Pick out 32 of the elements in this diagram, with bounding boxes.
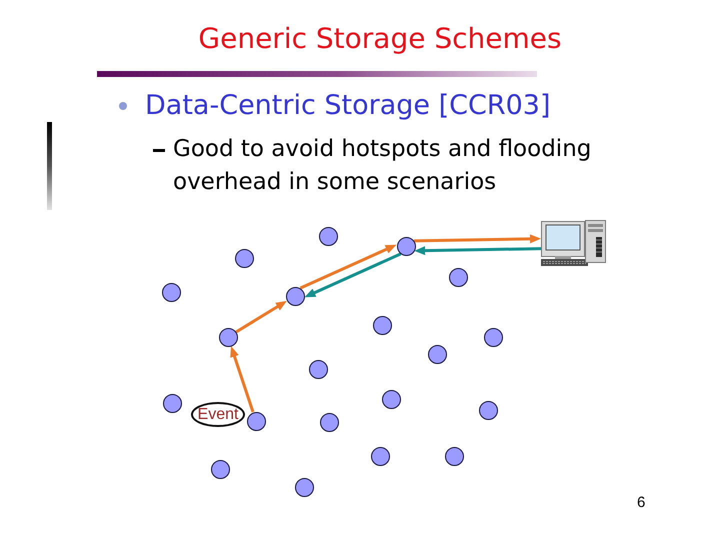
arrow	[414, 234, 541, 244]
event-ellipse: Event	[191, 402, 245, 426]
sensor-node	[428, 344, 446, 364]
sensor-node	[484, 328, 502, 346]
sensor-node	[246, 412, 266, 430]
sensor-node	[308, 360, 328, 378]
sensor-node	[444, 446, 464, 466]
bullet-text: Data-Centric Storage [CCR03]	[145, 89, 551, 123]
sensor-node	[218, 328, 238, 346]
sensor-node	[448, 268, 468, 286]
sensor-node	[294, 478, 314, 496]
sensor-node	[396, 236, 416, 256]
arrow	[230, 346, 254, 412]
arrow	[235, 300, 287, 334]
sensor-node	[162, 394, 182, 412]
sub-bullet-text: Good to avoid hotspots and flooding overhead in some scenarios	[173, 135, 592, 197]
sensor-node	[162, 282, 180, 302]
arrow	[414, 246, 542, 256]
sensor-node	[318, 226, 338, 246]
slide-title: Generic Storage Schemes	[198, 22, 562, 56]
arrow	[304, 252, 402, 298]
sensor-node	[382, 390, 400, 408]
sensor-node	[372, 316, 392, 334]
computer-icon	[541, 220, 606, 266]
sensor-node	[478, 400, 498, 420]
page-number: 6	[637, 494, 646, 512]
sensor-node	[370, 446, 390, 466]
sensor-node	[234, 248, 254, 268]
sensor-node	[320, 412, 338, 432]
arrow	[300, 244, 397, 290]
sensor-node	[286, 286, 304, 306]
sensor-node	[210, 460, 230, 478]
